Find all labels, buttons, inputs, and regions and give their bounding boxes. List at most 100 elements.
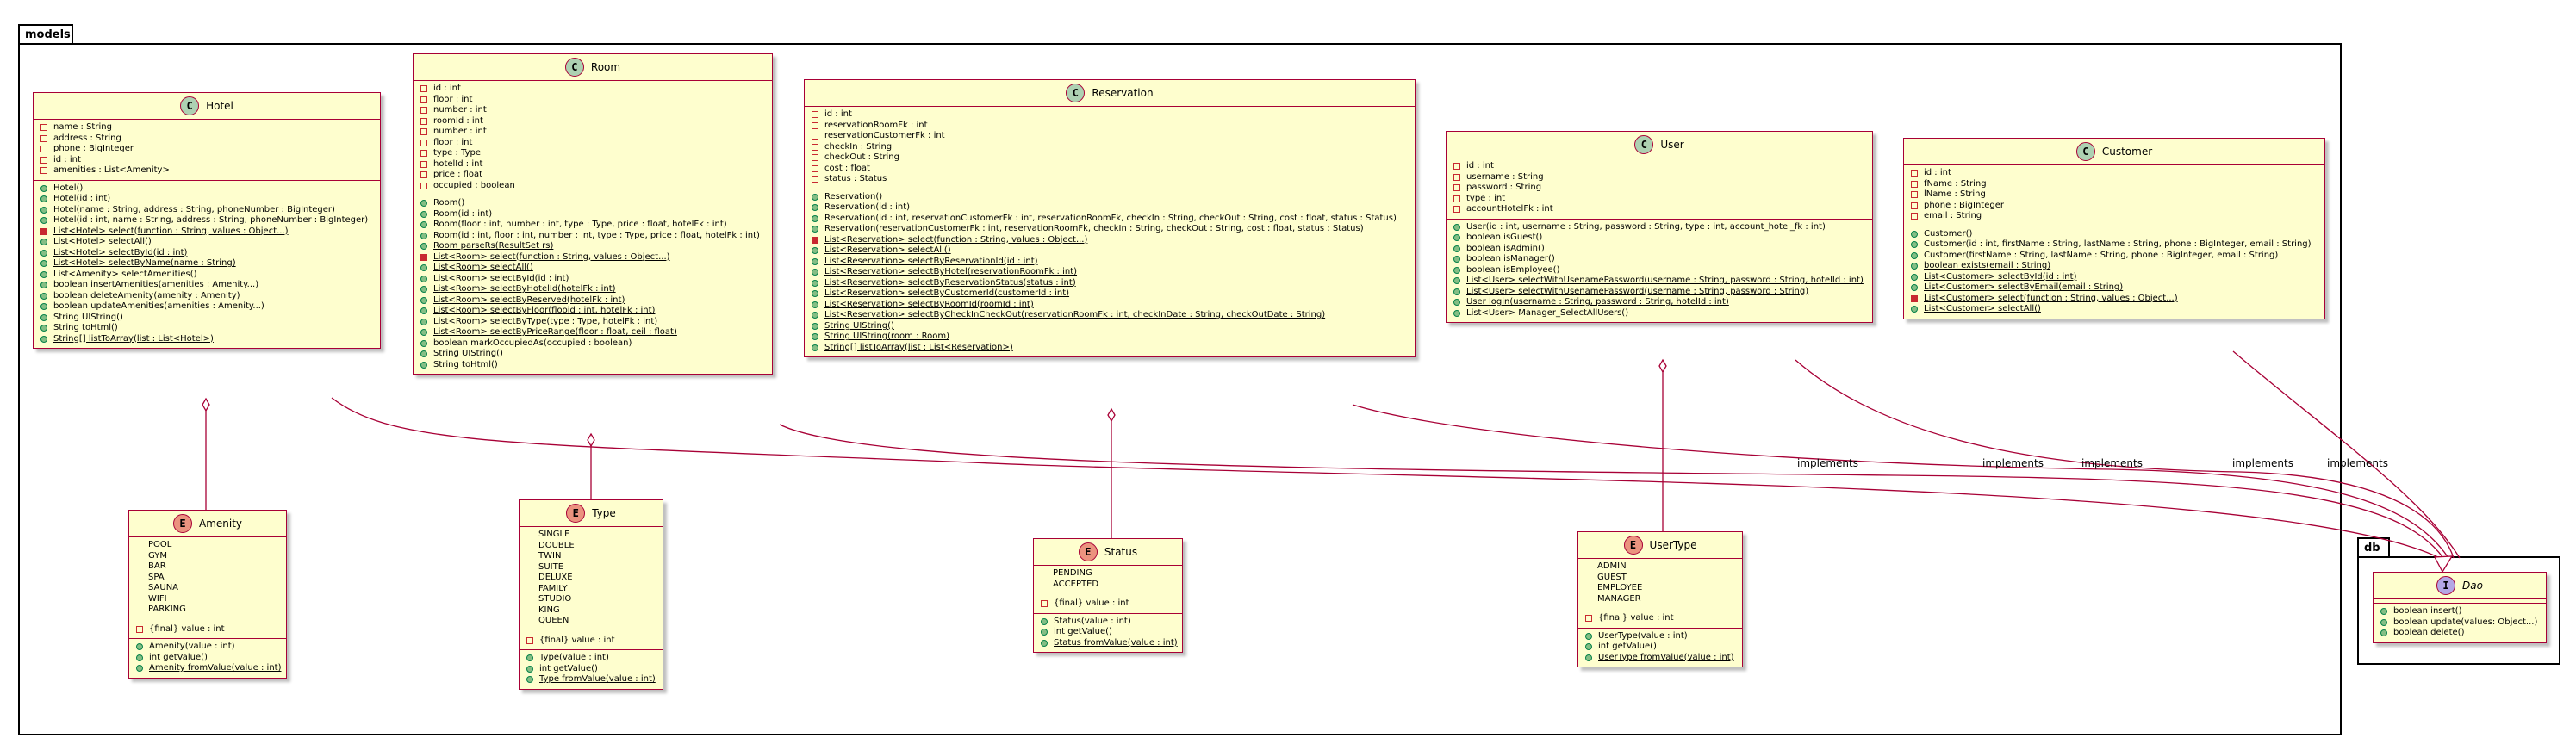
method: boolean deleteAmenity(amenity : Amenity) [53,290,240,301]
enum-status[interactable]: E Status PENDING ACCEPTED {final} value … [1033,538,1183,653]
method: int getValue() [539,663,598,673]
private-icon [812,176,818,183]
enum-literal: KING [538,604,560,615]
class-reservation[interactable]: C Reservation id : int reservationRoomFk… [804,79,1416,357]
method: List<Room> select(function : String, val… [433,251,670,262]
private-icon [420,117,427,125]
enum-type[interactable]: E Type SINGLE DOUBLE TWIN SUITE DELUXE F… [519,499,663,690]
class-badge-icon: C [1066,84,1086,102]
method: boolean delete() [2393,628,2465,637]
private-icon [812,143,818,151]
public-icon [1453,288,1460,295]
field: checkIn : String [824,141,893,152]
field: amenities : List<Amenity> [53,165,170,175]
method: List<Hotel> select(function : String, va… [53,226,289,236]
method: List<Room> selectByHotelId(hotelFk : int… [433,284,616,294]
public-icon [812,193,818,201]
field: reservationRoomFk : int [824,120,928,130]
public-icon [812,269,818,276]
public-icon [1911,251,1918,259]
public-icon [420,264,427,272]
private-method-icon [812,236,818,244]
public-icon [1041,617,1048,625]
method: Room(floor : int, number : int, type : T… [433,220,727,229]
field: status : Status [824,174,887,183]
field: number : int [433,127,487,136]
public-icon [1911,263,1918,270]
field: address : String [53,133,121,143]
method: Hotel() [53,183,84,193]
enum-literal: BAR [148,561,166,571]
class-header: C User [1447,132,1872,158]
method: Room(id : int, floor : int, number : int… [433,230,760,240]
private-icon [1453,206,1460,214]
public-icon [812,279,818,287]
enum-literal: DELUXE [538,573,573,582]
enum-name: Status [1104,545,1138,558]
class-name: Room [590,60,621,73]
method: List<Customer> select(function : String,… [1924,293,2178,303]
methods-section: User(id : int, username : String, passwo… [1447,220,1872,323]
class-header: C Reservation [805,80,1415,107]
package-title: models [25,28,71,41]
field: accountHotelFk : int [1466,204,1553,214]
enum-literal: ADMIN [1597,561,1627,571]
private-icon [812,111,818,119]
class-room[interactable]: C Room id : int floor : int number : int… [413,53,773,375]
private-icon [1911,180,1918,188]
private-icon [136,625,143,633]
method: List<Reservation> selectByReservationId(… [824,256,1038,266]
fields-section: id : int floor : int number : int roomId… [414,81,772,195]
enum-literal: MANAGER [1597,593,1641,604]
public-icon [812,257,818,265]
enum-literal: POOL [148,540,172,549]
field: occupied : boolean [433,180,515,190]
field: cost : float [824,163,870,173]
class-header: C Hotel [34,93,380,120]
public-icon [136,665,143,673]
public-icon [40,303,47,311]
field: id : int [1466,161,1494,170]
enum-usertype[interactable]: E UserType ADMIN GUEST EMPLOYEE MANAGER … [1577,531,1743,667]
class-user[interactable]: C User id : int username : String passwo… [1446,131,1873,323]
enum-literal: SUITE [538,561,564,572]
private-method-icon [420,253,427,261]
methods-section: UserType(value : int) int getValue() Use… [1578,629,1742,667]
private-icon [40,146,47,153]
enum-literal: STUDIO [538,594,572,604]
method: List<Reservation> selectByHotel(reservat… [824,267,1078,276]
public-icon [1453,223,1460,231]
method: List<Customer> selectAll() [1924,304,2041,313]
private-icon [1453,195,1460,202]
public-icon [1585,643,1592,651]
method: String toHtml() [53,323,118,332]
field: hotelId : int [433,158,483,169]
field: {final} value : int [539,635,615,645]
class-customer[interactable]: C Customer id : int fName : String lName… [1903,138,2325,319]
public-icon [1453,299,1460,307]
method: boolean update(values: Object...) [2393,617,2538,627]
method: boolean isManager() [1466,254,1555,264]
method: int getValue() [1598,642,1657,651]
public-icon [812,204,818,212]
public-icon [2380,629,2387,637]
method: Amenity(value : int) [149,642,235,651]
public-icon [136,643,143,651]
public-icon [1453,256,1460,264]
method: Reservation() [824,191,883,202]
interface-dao[interactable]: I Dao boolean insert() boolean update(va… [2373,572,2547,643]
private-icon [1453,173,1460,181]
public-icon [812,344,818,351]
enum-header: E Amenity [129,511,286,537]
public-icon [1911,273,1918,281]
class-hotel[interactable]: C Hotel name : String address : String p… [33,92,381,349]
enum-literal: FAMILY [538,583,568,593]
method: boolean updateAmenities(amenities : Amen… [53,301,264,311]
private-icon [420,96,427,103]
public-icon [2380,618,2387,626]
implements-label: implements [1797,457,1858,469]
enum-amenity[interactable]: E Amenity POOL GYM BAR SPA SAUNA WIFI PA… [128,510,287,679]
package-title: db [2364,542,2380,555]
public-icon [40,270,47,278]
field: name : String [53,122,112,132]
